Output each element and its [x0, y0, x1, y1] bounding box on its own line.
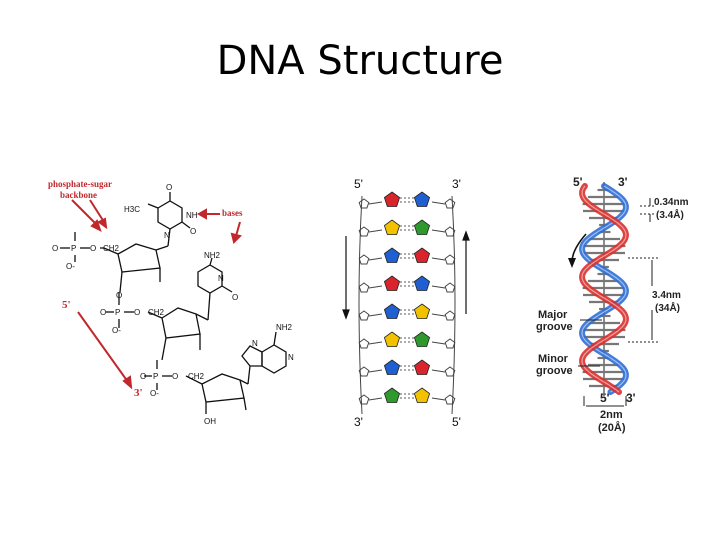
- width-value: 2nm: [600, 409, 623, 421]
- atom-o: O: [232, 293, 238, 302]
- sugar-ring-left: [359, 255, 369, 264]
- ladder-rows: [359, 192, 455, 404]
- atom-o: O: [116, 291, 122, 300]
- glycosidic-bond-right: [432, 230, 445, 232]
- glycosidic-bond-right: [432, 258, 445, 260]
- sugar-ring-left: [359, 339, 369, 348]
- base-left: [384, 192, 399, 207]
- base-left: [384, 388, 399, 403]
- double-helix-panel: 5' 3' 5' 3' 0.34nm (3.4Å) 3.4nm (34Å) Ma…: [536, 175, 689, 434]
- minor-groove-label-2: groove: [536, 365, 573, 377]
- atom-o-minus: O-: [112, 326, 121, 335]
- glycosidic-bond-left: [369, 398, 382, 400]
- atom-p: P: [71, 244, 76, 253]
- atom-nh: NH: [186, 211, 198, 220]
- sugar-ring-right: [445, 255, 455, 264]
- glycosidic-bond-left: [369, 202, 382, 204]
- major-groove-label-2: groove: [536, 321, 573, 333]
- five-prime-label: 5': [62, 299, 71, 311]
- base-left: [384, 304, 399, 319]
- base-left: [384, 220, 399, 235]
- ladder-label-3prime-bottom: 3': [354, 415, 363, 429]
- glycosidic-bond-right: [432, 314, 445, 316]
- base-right: [414, 388, 429, 403]
- atom-o: O: [134, 308, 140, 317]
- glycosidic-bond-left: [369, 230, 382, 232]
- atom-p: P: [115, 308, 120, 317]
- sugar-ring-right: [445, 311, 455, 320]
- atom-o: O: [52, 244, 58, 253]
- base-right: [414, 304, 429, 319]
- base-right: [414, 248, 429, 263]
- ladder-label-5prime-top: 5': [354, 177, 363, 191]
- atom-o: O: [140, 372, 146, 381]
- sugar-ring-left: [359, 199, 369, 208]
- atom-o: O: [172, 372, 178, 381]
- glycosidic-bond-left: [369, 370, 382, 372]
- pitch-value: 3.4nm: [652, 290, 681, 301]
- atom-n: N: [164, 231, 170, 240]
- glycosidic-bond-right: [432, 202, 445, 204]
- group-ch2: CH2: [148, 308, 165, 317]
- sugar-ring-right: [445, 283, 455, 292]
- atom-p: P: [153, 372, 158, 381]
- group-nh2: NH2: [276, 323, 293, 332]
- backbone-label: phosphate-sugar: [48, 179, 112, 189]
- major-groove-label: Major: [538, 309, 568, 321]
- group-nh2: NH2: [204, 251, 221, 260]
- glycosidic-bond-right: [432, 370, 445, 372]
- glycosidic-bond-left: [369, 286, 382, 288]
- base-left: [384, 276, 399, 291]
- helix-label-3prime-top: 3': [618, 175, 628, 189]
- backbone-label-2: backbone: [60, 190, 97, 200]
- sugar-ring-left: [359, 283, 369, 292]
- rise-angstrom: (3.4Å): [656, 208, 684, 221]
- atom-o-minus: O-: [150, 389, 159, 398]
- glycosidic-bond-right: [432, 342, 445, 344]
- group-oh: OH: [204, 417, 216, 426]
- minor-groove-label: Minor: [538, 353, 569, 365]
- base-right: [414, 220, 429, 235]
- atom-o: O: [100, 308, 106, 317]
- group-ch2: CH2: [188, 372, 205, 381]
- atom-o: O: [166, 183, 172, 192]
- ladder-label-3prime-top: 3': [452, 177, 461, 191]
- base-left: [384, 360, 399, 375]
- glycosidic-bond-left: [369, 258, 382, 260]
- group-ch2: CH2: [103, 244, 120, 253]
- helix-label-3prime-bottom: 3': [626, 391, 636, 405]
- atom-n: N: [288, 353, 294, 362]
- chemical-structure-panel: phosphate-sugar backbone bases 5' 3': [48, 179, 294, 426]
- sugar-ring-left: [359, 311, 369, 320]
- base-right: [414, 192, 429, 207]
- rise-value: 0.34nm: [654, 197, 689, 208]
- atom-h3c: H3C: [124, 205, 140, 214]
- glycosidic-bond-left: [369, 342, 382, 344]
- atom-o: O: [190, 227, 196, 236]
- base-pair-ladder-panel: 5' 3' 3' 5': [343, 177, 469, 429]
- sugar-ring-right: [445, 199, 455, 208]
- base-left: [384, 248, 399, 263]
- base-right: [414, 360, 429, 375]
- pitch-angstrom: (34Å): [655, 301, 680, 314]
- ladder-label-5prime-bottom: 5': [452, 415, 461, 429]
- bases-label: bases: [222, 208, 243, 218]
- base-left: [384, 332, 399, 347]
- three-prime-label: 3': [134, 387, 143, 399]
- base-right: [414, 332, 429, 347]
- glycosidic-bond-right: [432, 398, 445, 400]
- atom-o: O: [90, 244, 96, 253]
- atom-o-minus: O-: [66, 262, 75, 271]
- glycosidic-bond-left: [369, 314, 382, 316]
- atom-n: N: [252, 339, 258, 348]
- base-right: [414, 276, 429, 291]
- sugar-ring-right: [445, 339, 455, 348]
- atom-n: N: [218, 274, 224, 283]
- glycosidic-bond-right: [432, 286, 445, 288]
- width-angstrom: (20Å): [598, 421, 626, 434]
